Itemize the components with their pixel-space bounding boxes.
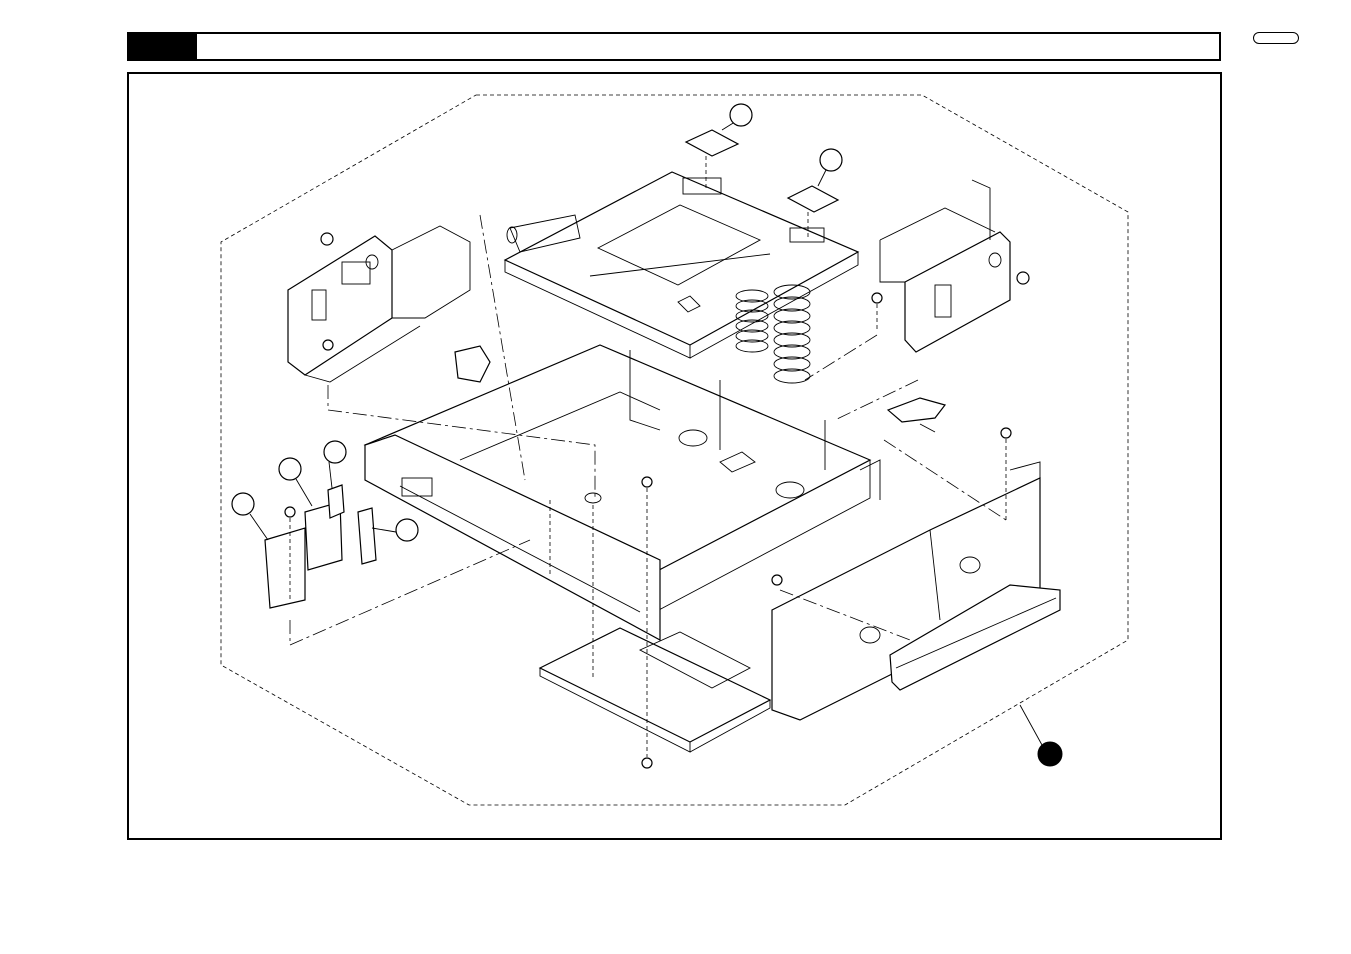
left-knob: [321, 233, 333, 245]
right-screw: [872, 293, 882, 303]
left-clip-b: [358, 508, 376, 564]
center-post: [642, 477, 652, 487]
bottom-plate: [540, 628, 770, 752]
right-bracket: [880, 180, 1010, 352]
right-knob: [1017, 272, 1029, 284]
plate-screw: [285, 507, 295, 517]
callout-c1: [730, 104, 752, 126]
bottom-screw: [642, 758, 652, 768]
callout-c4: [279, 458, 301, 480]
small-spring: [920, 424, 935, 432]
right-lever: [888, 398, 945, 422]
left-bracket: [288, 226, 470, 382]
left-plate-a: [265, 528, 305, 608]
callout-c3: [324, 441, 346, 463]
top-right-screw: [1001, 428, 1011, 438]
callout-c2: [820, 149, 842, 171]
cover-screw: [772, 575, 782, 585]
pad-1: [686, 130, 738, 156]
left-clip-a: [328, 485, 344, 518]
callout-c7: [1038, 742, 1062, 766]
pad-2: [788, 186, 838, 212]
left-screw: [323, 340, 333, 350]
spring-large: [774, 285, 810, 383]
left-lever: [455, 346, 490, 382]
callout-c5: [232, 493, 254, 515]
callout-c6: [396, 519, 418, 541]
